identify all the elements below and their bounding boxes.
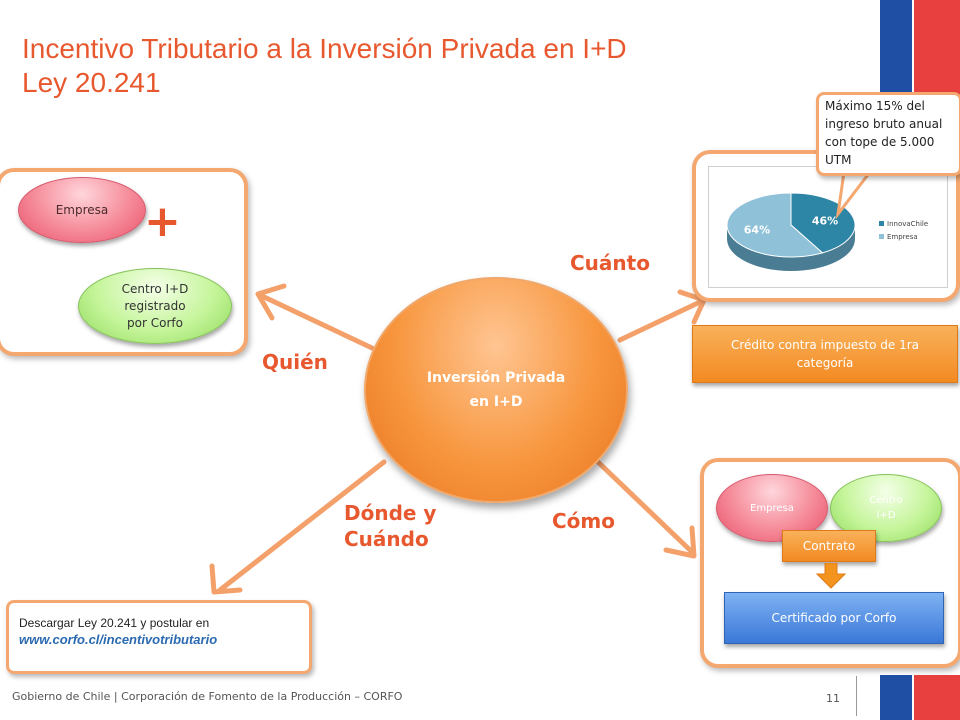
centro-id-ellipse: Centro I+D registrado por Corfo <box>78 268 232 344</box>
title-line-2: Ley 20.241 <box>22 67 161 98</box>
footer-divider <box>856 676 857 716</box>
label-como: Cómo <box>552 509 615 533</box>
download-text: Descargar Ley 20.241 y postular en <box>19 616 210 630</box>
footer-text: Gobierno de Chile | Corporación de Fomen… <box>12 690 403 703</box>
legend-label-1: Empresa <box>887 233 918 241</box>
pie-depth <box>727 225 855 271</box>
centro-line-2: registrado <box>124 298 186 313</box>
arrow-cuanto <box>617 299 703 343</box>
certificado-box: Certificado por Corfo <box>724 592 944 644</box>
como-centro-line-1: Centro <box>869 495 903 506</box>
corfo-link[interactable]: www.corfo.cl/incentivotributario <box>19 632 218 647</box>
label-donde-line-1: Dónde y <box>344 501 437 525</box>
legend-label-0: InnovaChile <box>887 220 928 228</box>
label-donde-line-2: Cuándo <box>344 527 429 551</box>
arrow-quien <box>259 293 375 351</box>
como-empresa-ellipse: Empresa <box>716 474 828 542</box>
label-quien: Quién <box>262 350 328 374</box>
credit-box: Crédito contra impuesto de 1ra categoría <box>692 325 958 383</box>
legend-swatch-1 <box>879 234 884 239</box>
empresa-label: Empresa <box>55 203 109 217</box>
pie-slice-1 <box>726 192 824 258</box>
pie-data-label-0: 46% <box>812 215 838 228</box>
callout-box: Máximo 15% del ingreso bruto anual con t… <box>816 92 960 176</box>
arrow-como <box>595 459 695 555</box>
title-line-1: Incentivo Tributario a la Inversión Priv… <box>22 33 627 64</box>
callout-line-2: ingreso bruto anual <box>825 117 943 131</box>
arrowhead-como <box>663 525 697 559</box>
download-box: Descargar Ley 20.241 y postular en www.c… <box>6 600 312 674</box>
center-line-1: Inversión Privada <box>426 370 566 386</box>
center-line-2: en I+D <box>469 394 523 410</box>
label-donde-cuando: Dónde y Cuándo <box>344 500 436 552</box>
credit-text: Crédito contra impuesto de 1ra categoría <box>730 338 920 370</box>
centro-line-3: por Corfo <box>127 315 183 330</box>
empresa-ellipse: Empresa <box>18 177 146 243</box>
callout-line-1: Máximo 15% del <box>825 99 925 113</box>
pie-data-label-1: 64% <box>744 223 770 236</box>
center-circle: Inversión Privada en I+D <box>364 277 628 503</box>
certificado-label: Certificado por Corfo <box>771 611 897 625</box>
arrowhead-donde <box>209 563 243 595</box>
callout-line-4: UTM <box>825 153 852 167</box>
plus-sign: + <box>144 196 181 247</box>
page-title: Incentivo Tributario a la Inversión Priv… <box>22 32 802 100</box>
legend-swatch-0 <box>879 221 884 226</box>
label-cuanto: Cuánto <box>570 251 650 275</box>
callout-tail <box>835 170 874 220</box>
arrowhead-quien <box>255 283 287 321</box>
page-number: 11 <box>826 692 840 705</box>
down-arrow-icon <box>816 563 846 589</box>
como-empresa-label: Empresa <box>750 502 794 514</box>
contrato-box: Contrato <box>782 530 876 562</box>
callout-line-3: con tope de 5.000 <box>825 135 935 149</box>
contrato-label: Contrato <box>802 539 856 553</box>
como-centro-line-2: I+D <box>876 510 896 521</box>
centro-line-1: Centro I+D <box>121 281 189 296</box>
